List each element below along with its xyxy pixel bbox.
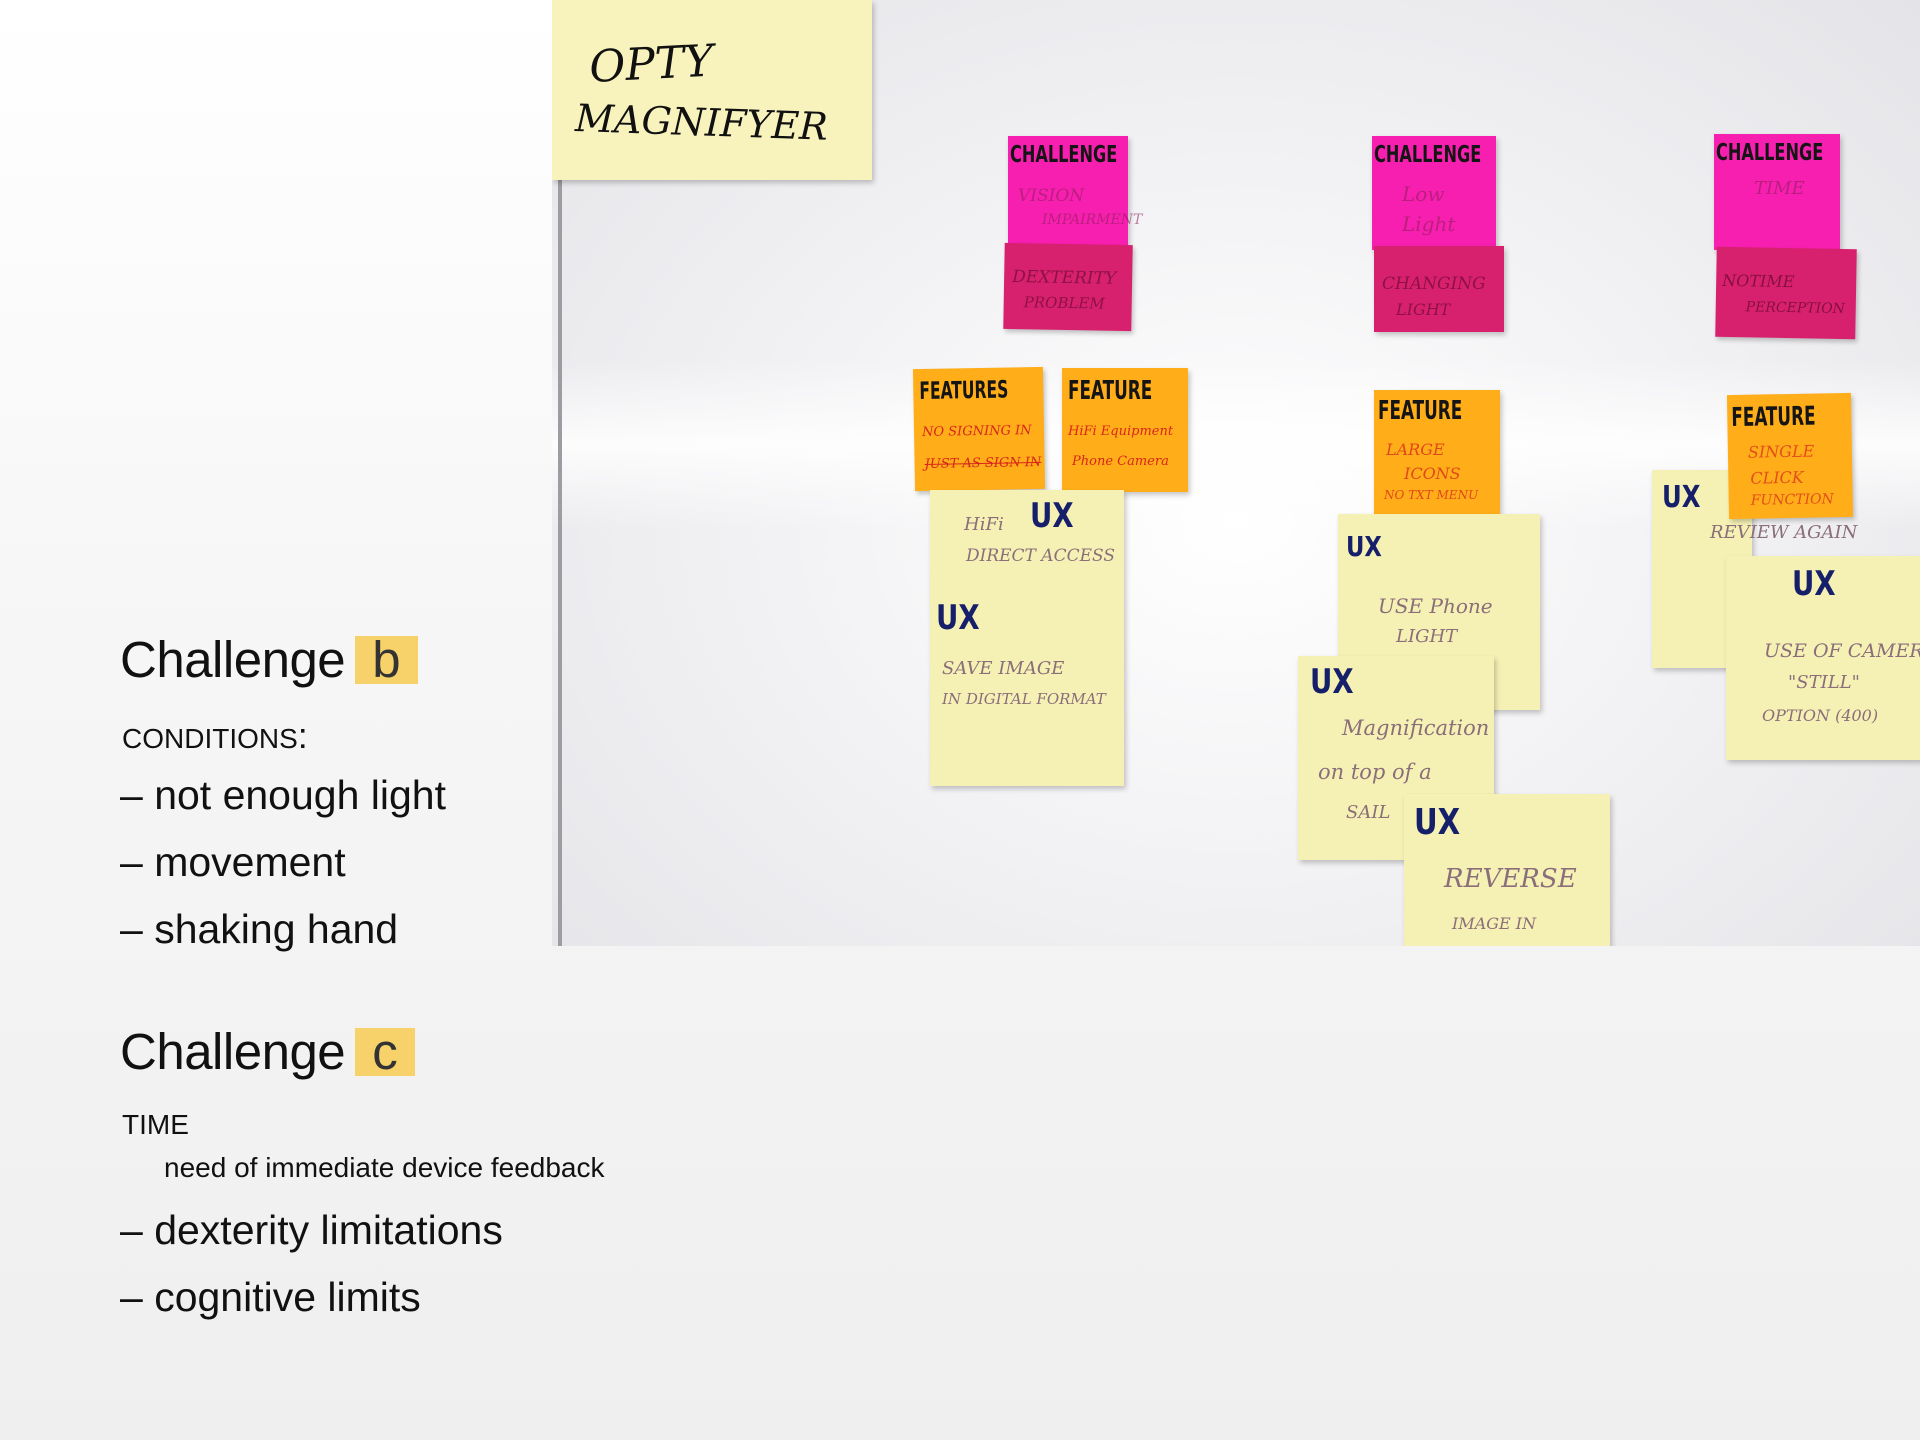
ux-note-line: Magnification: [1342, 716, 1490, 740]
challenge-sticky-note: CHALLENGE TIME: [1714, 134, 1840, 250]
challenge-sub-line: DEXTERITY: [1011, 267, 1117, 289]
title-line-1: OPTY: [588, 35, 715, 93]
ux-tag: UX: [1792, 564, 1836, 604]
ux-note-line: IN DIGITAL FORMAT: [942, 690, 1106, 708]
ux-note-line: REVERSE: [1444, 864, 1577, 894]
ux-note-line: DIRECT ACCESS: [966, 546, 1115, 566]
feature-sticky-note: FEATURE SINGLE CLICK FUNCTION: [1726, 392, 1854, 520]
challenge-sub-line: CHANGING: [1382, 274, 1486, 294]
ux-sticky-note: UX USE OF CAMERA "STILL" OPTION (400): [1726, 556, 1920, 760]
challenge-sub-line: PROBLEM: [1023, 293, 1105, 313]
ux-note-line: USE Phone: [1378, 594, 1493, 618]
ux-tag: UX: [1346, 530, 1382, 563]
board-edge: [558, 170, 562, 946]
title-sticky-note: OPTY MAGNIFYER: [552, 0, 872, 180]
feature-sticky-note: FEATURE HiFi Equipment Phone Camera: [1062, 368, 1188, 492]
challenge-note-line: Low: [1402, 182, 1445, 206]
challenge-note-heading: CHALLENGE: [1716, 140, 1824, 166]
ux-note-line: USE OF CAMERA: [1764, 640, 1920, 662]
challenge-sub-sticky-note: CHANGING LIGHT: [1374, 246, 1504, 332]
review-again-text: REVIEW AGAIN: [1710, 522, 1858, 543]
challenge-note-line: VISION: [1018, 186, 1085, 206]
challenge-note-heading: CHALLENGE: [1010, 142, 1118, 168]
ux-note-line: "STILL": [1788, 672, 1860, 693]
conditions-label: CONDITIONS:: [122, 715, 308, 757]
feature-sticky-note: FEATURES NO SIGNING IN JUST AS SIGN IN: [912, 366, 1046, 492]
feature-sticky-note: FEATURE LARGE ICONS NO TXT MENU: [1374, 390, 1500, 514]
challenge-sub-line: PERCEPTION: [1745, 299, 1846, 318]
feature-note-line: NO TXT MENU: [1384, 488, 1479, 502]
whiteboard-photo: OPTY MAGNIFYER CHALLENGE VISION IMPAIRME…: [552, 0, 1920, 946]
challenge-c-letter-badge: c: [355, 1026, 416, 1077]
challenge-note-heading: CHALLENGE: [1374, 142, 1482, 168]
condition-item: – movement: [120, 839, 346, 885]
limitation-item: – cognitive limits: [120, 1274, 421, 1320]
feature-note-heading: FEATURE: [1068, 376, 1153, 406]
challenge-sub-line: NOTIME: [1722, 270, 1795, 292]
ux-sticky-note: UX REVERSE IMAGE IN: [1404, 794, 1610, 946]
feature-note-line: SINGLE: [1747, 441, 1815, 462]
ux-note-line: LIGHT: [1396, 626, 1458, 647]
time-label: TIME: [122, 1109, 189, 1140]
challenge-sub-line: LIGHT: [1396, 300, 1451, 319]
challenge-sticky-note: CHALLENGE VISION IMPAIRMENT: [1008, 136, 1142, 248]
challenge-b-letter-badge: b: [355, 634, 419, 685]
challenge-sticky-note: CHALLENGE Low Light: [1372, 136, 1496, 250]
feature-note-heading: FEATURE: [1378, 396, 1463, 426]
ux-note-line: IMAGE IN: [1452, 914, 1537, 933]
ux-tag: UX: [1414, 802, 1461, 843]
limitation-item: – dexterity limitations: [120, 1207, 503, 1253]
ux-note-line: SAVE IMAGE: [942, 658, 1065, 679]
feature-note-heading: FEATURE: [1731, 401, 1816, 434]
conditions-colon: :: [297, 715, 308, 756]
feature-note-line: JUST AS SIGN IN: [924, 454, 1042, 472]
challenge-note-line: TIME: [1754, 178, 1805, 199]
challenge-sub-sticky-note: NOTIME PERCEPTION: [1715, 246, 1857, 340]
challenge-note-line: Light: [1402, 212, 1456, 236]
feature-note-line: HiFi Equipment: [1068, 424, 1174, 439]
feature-note-line: Phone Camera: [1072, 454, 1169, 469]
condition-item: – not enough light: [120, 772, 446, 818]
feature-note-line: NO SIGNING IN: [921, 423, 1032, 440]
feature-note-line: LARGE: [1386, 440, 1445, 459]
ux-sticky-note: UX HiFi DIRECT ACCESS UX SAVE IMAGE IN D…: [930, 490, 1124, 786]
feature-note-line: CLICK: [1750, 467, 1804, 488]
challenge-note-line: IMPAIRMENT: [1042, 212, 1143, 228]
challenge-sub-sticky-note: DEXTERITY PROBLEM: [1003, 242, 1133, 332]
ux-tag: UX: [1662, 480, 1701, 515]
ux-note-line: on top of a: [1318, 760, 1432, 784]
feature-note-line: FUNCTION: [1750, 491, 1834, 509]
feature-note-heading: FEATURES: [919, 375, 1009, 406]
ux-tag: UX: [1030, 496, 1074, 536]
challenge-c-title: Challenge: [120, 1023, 346, 1080]
conditions-text: CONDITIONS: [122, 723, 298, 754]
challenge-b-title: Challenge: [120, 631, 346, 688]
condition-item: – shaking hand: [120, 906, 399, 952]
ux-note-line: SAIL: [1346, 802, 1391, 823]
ux-note-line: OPTION (400): [1762, 706, 1879, 725]
feature-note-line: ICONS: [1404, 464, 1461, 483]
feedback-note: need of immediate device feedback: [164, 1152, 605, 1183]
ux-tag: UX: [936, 598, 980, 638]
ux-tag: UX: [1310, 662, 1354, 702]
ux-note-line: HiFi: [964, 514, 1004, 535]
title-line-2: MAGNIFYER: [574, 96, 829, 149]
